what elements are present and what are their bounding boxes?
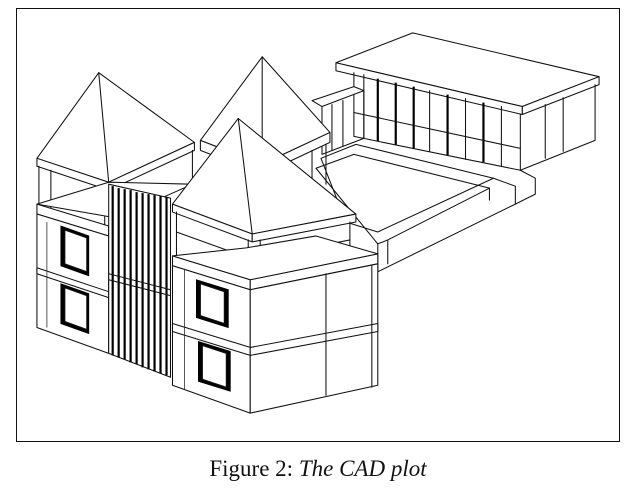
- front-tower: [171, 117, 379, 414]
- left-tower: [36, 72, 195, 354]
- figure-frame: [16, 8, 620, 442]
- glazed-facade: [108, 183, 172, 378]
- cad-plot-drawing: [36, 32, 600, 414]
- caption-label: Figure 2:: [209, 456, 294, 481]
- caption-title: The CAD plot: [298, 456, 427, 481]
- annex-building: [311, 32, 600, 171]
- figure-caption: Figure 2: The CAD plot: [0, 455, 636, 483]
